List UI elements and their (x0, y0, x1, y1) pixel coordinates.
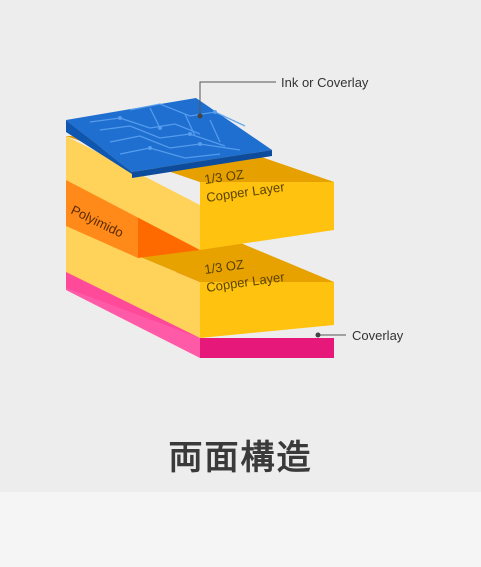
upper-copper-label-1: 1/3 OZ (203, 167, 244, 187)
structure-caption: 両面構造 (168, 438, 313, 478)
lower-copper-label-1: 1/3 OZ (203, 257, 244, 277)
top-callout-label: Ink or Coverlay (281, 75, 369, 90)
top-callout-line (197, 81, 276, 119)
footer-band (0, 492, 481, 567)
bottom-callout-line (315, 332, 346, 338)
top-ink-layer (66, 98, 272, 178)
bottom-callout-label: Coverlay (352, 328, 404, 343)
